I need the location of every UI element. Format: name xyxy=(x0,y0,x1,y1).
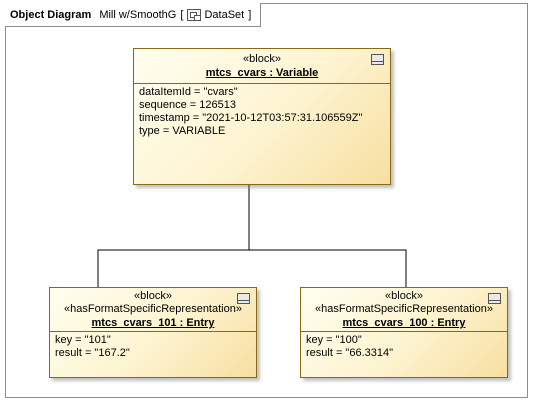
block-stereotype: «block» xyxy=(385,290,423,302)
block-stereotype-format: «hasFormatSpecificRepresentation» xyxy=(64,303,242,315)
block-header: «block» mtcs_cvars : Variable xyxy=(134,49,390,84)
context-open-bracket: [ xyxy=(177,8,184,21)
package-context-icon xyxy=(187,8,202,21)
block-entry-100[interactable]: «block» «hasFormatSpecificRepresentation… xyxy=(300,287,508,378)
block-name: mtcs_cvars : Variable xyxy=(205,67,319,79)
block-attributes: dataItemId = "cvars" sequence = 126513 t… xyxy=(134,84,390,138)
attribute-dataitemid: dataItemId = "cvars" xyxy=(139,86,238,98)
context-close-bracket: ] xyxy=(245,8,252,21)
attribute-type: type = VARIABLE xyxy=(139,125,226,137)
attribute-key: key = "101" xyxy=(55,334,111,346)
diagram-context: DataSet xyxy=(204,8,245,21)
block-entry-101[interactable]: «block» «hasFormatSpecificRepresentation… xyxy=(49,287,257,378)
block-header: «block» «hasFormatSpecificRepresentation… xyxy=(301,288,507,332)
attribute-timestamp: timestamp = "2021-10-12T03:57:31.106559Z… xyxy=(139,112,363,124)
block-icon xyxy=(371,54,384,65)
attribute-result: result = "167.2" xyxy=(55,347,130,359)
block-stereotype-format: «hasFormatSpecificRepresentation» xyxy=(315,303,493,315)
attribute-key: key = "100" xyxy=(306,334,362,346)
block-name: mtcs_cvars_101 : Entry xyxy=(91,317,215,329)
diagram-name: Mill w/SmoothG xyxy=(99,8,177,21)
block-stereotype: «block» xyxy=(243,53,281,65)
block-name: mtcs_cvars_100 : Entry xyxy=(342,317,466,329)
block-icon xyxy=(488,293,501,304)
frame-header[interactable]: Object Diagram Mill w/SmoothG [ DataSet … xyxy=(5,3,262,27)
block-attributes: key = "101" result = "167.2" xyxy=(50,332,256,360)
block-header: «block» «hasFormatSpecificRepresentation… xyxy=(50,288,256,332)
link-to-entry-100 xyxy=(249,249,407,287)
diagram-kind: Object Diagram xyxy=(10,8,92,21)
block-icon xyxy=(237,293,250,304)
attribute-result: result = "66.3314" xyxy=(306,347,394,359)
block-attributes: key = "100" result = "66.3314" xyxy=(301,332,507,360)
link-to-entry-101 xyxy=(97,185,250,287)
attribute-sequence: sequence = 126513 xyxy=(139,99,236,111)
block-stereotype: «block» xyxy=(134,290,172,302)
block-mtcs-cvars[interactable]: «block» mtcs_cvars : Variable dataItemId… xyxy=(133,48,391,185)
